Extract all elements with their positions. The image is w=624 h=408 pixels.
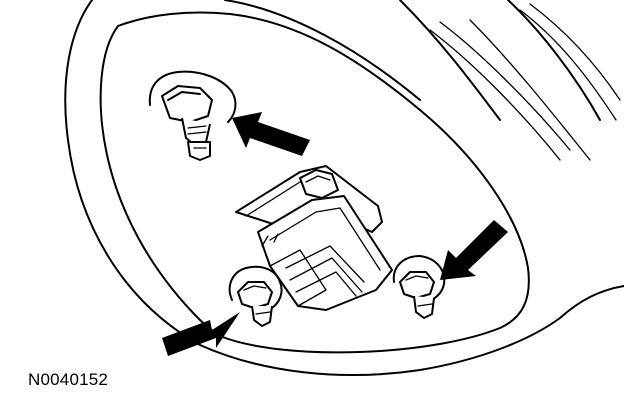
electrical-connector [235,165,393,311]
right-nut [392,255,446,319]
figure-id-label: N0040152 [28,370,109,389]
panel-outline [64,0,624,376]
upper-nut [148,70,237,161]
arrow-callout-icon [232,112,310,156]
arrow-callout-icon [440,220,508,280]
left-nut [228,265,283,327]
arrow-callout-icon [162,312,240,356]
